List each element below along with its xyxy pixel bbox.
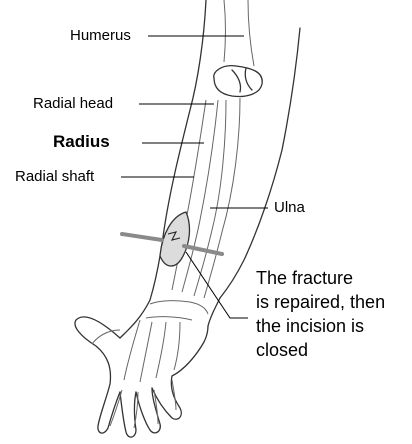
- bones: [92, 0, 254, 428]
- radial-shaft-label: Radial shaft: [15, 168, 94, 186]
- incision-site: [160, 212, 189, 266]
- leader-fracture: [186, 252, 248, 318]
- radial-head-label: Radial head: [33, 95, 113, 113]
- humerus-label: Humerus: [70, 27, 131, 45]
- procedure-note-line-3: the incision is: [256, 314, 406, 338]
- procedure-note: The fracture is repaired, then the incis…: [256, 266, 406, 362]
- ulna-label: Ulna: [274, 199, 305, 217]
- radius-label: Radius: [53, 133, 110, 151]
- procedure-note-line-1: The fracture: [256, 266, 406, 290]
- procedure-note-line-4: closed: [256, 338, 406, 362]
- procedure-note-line-2: is repaired, then: [256, 290, 406, 314]
